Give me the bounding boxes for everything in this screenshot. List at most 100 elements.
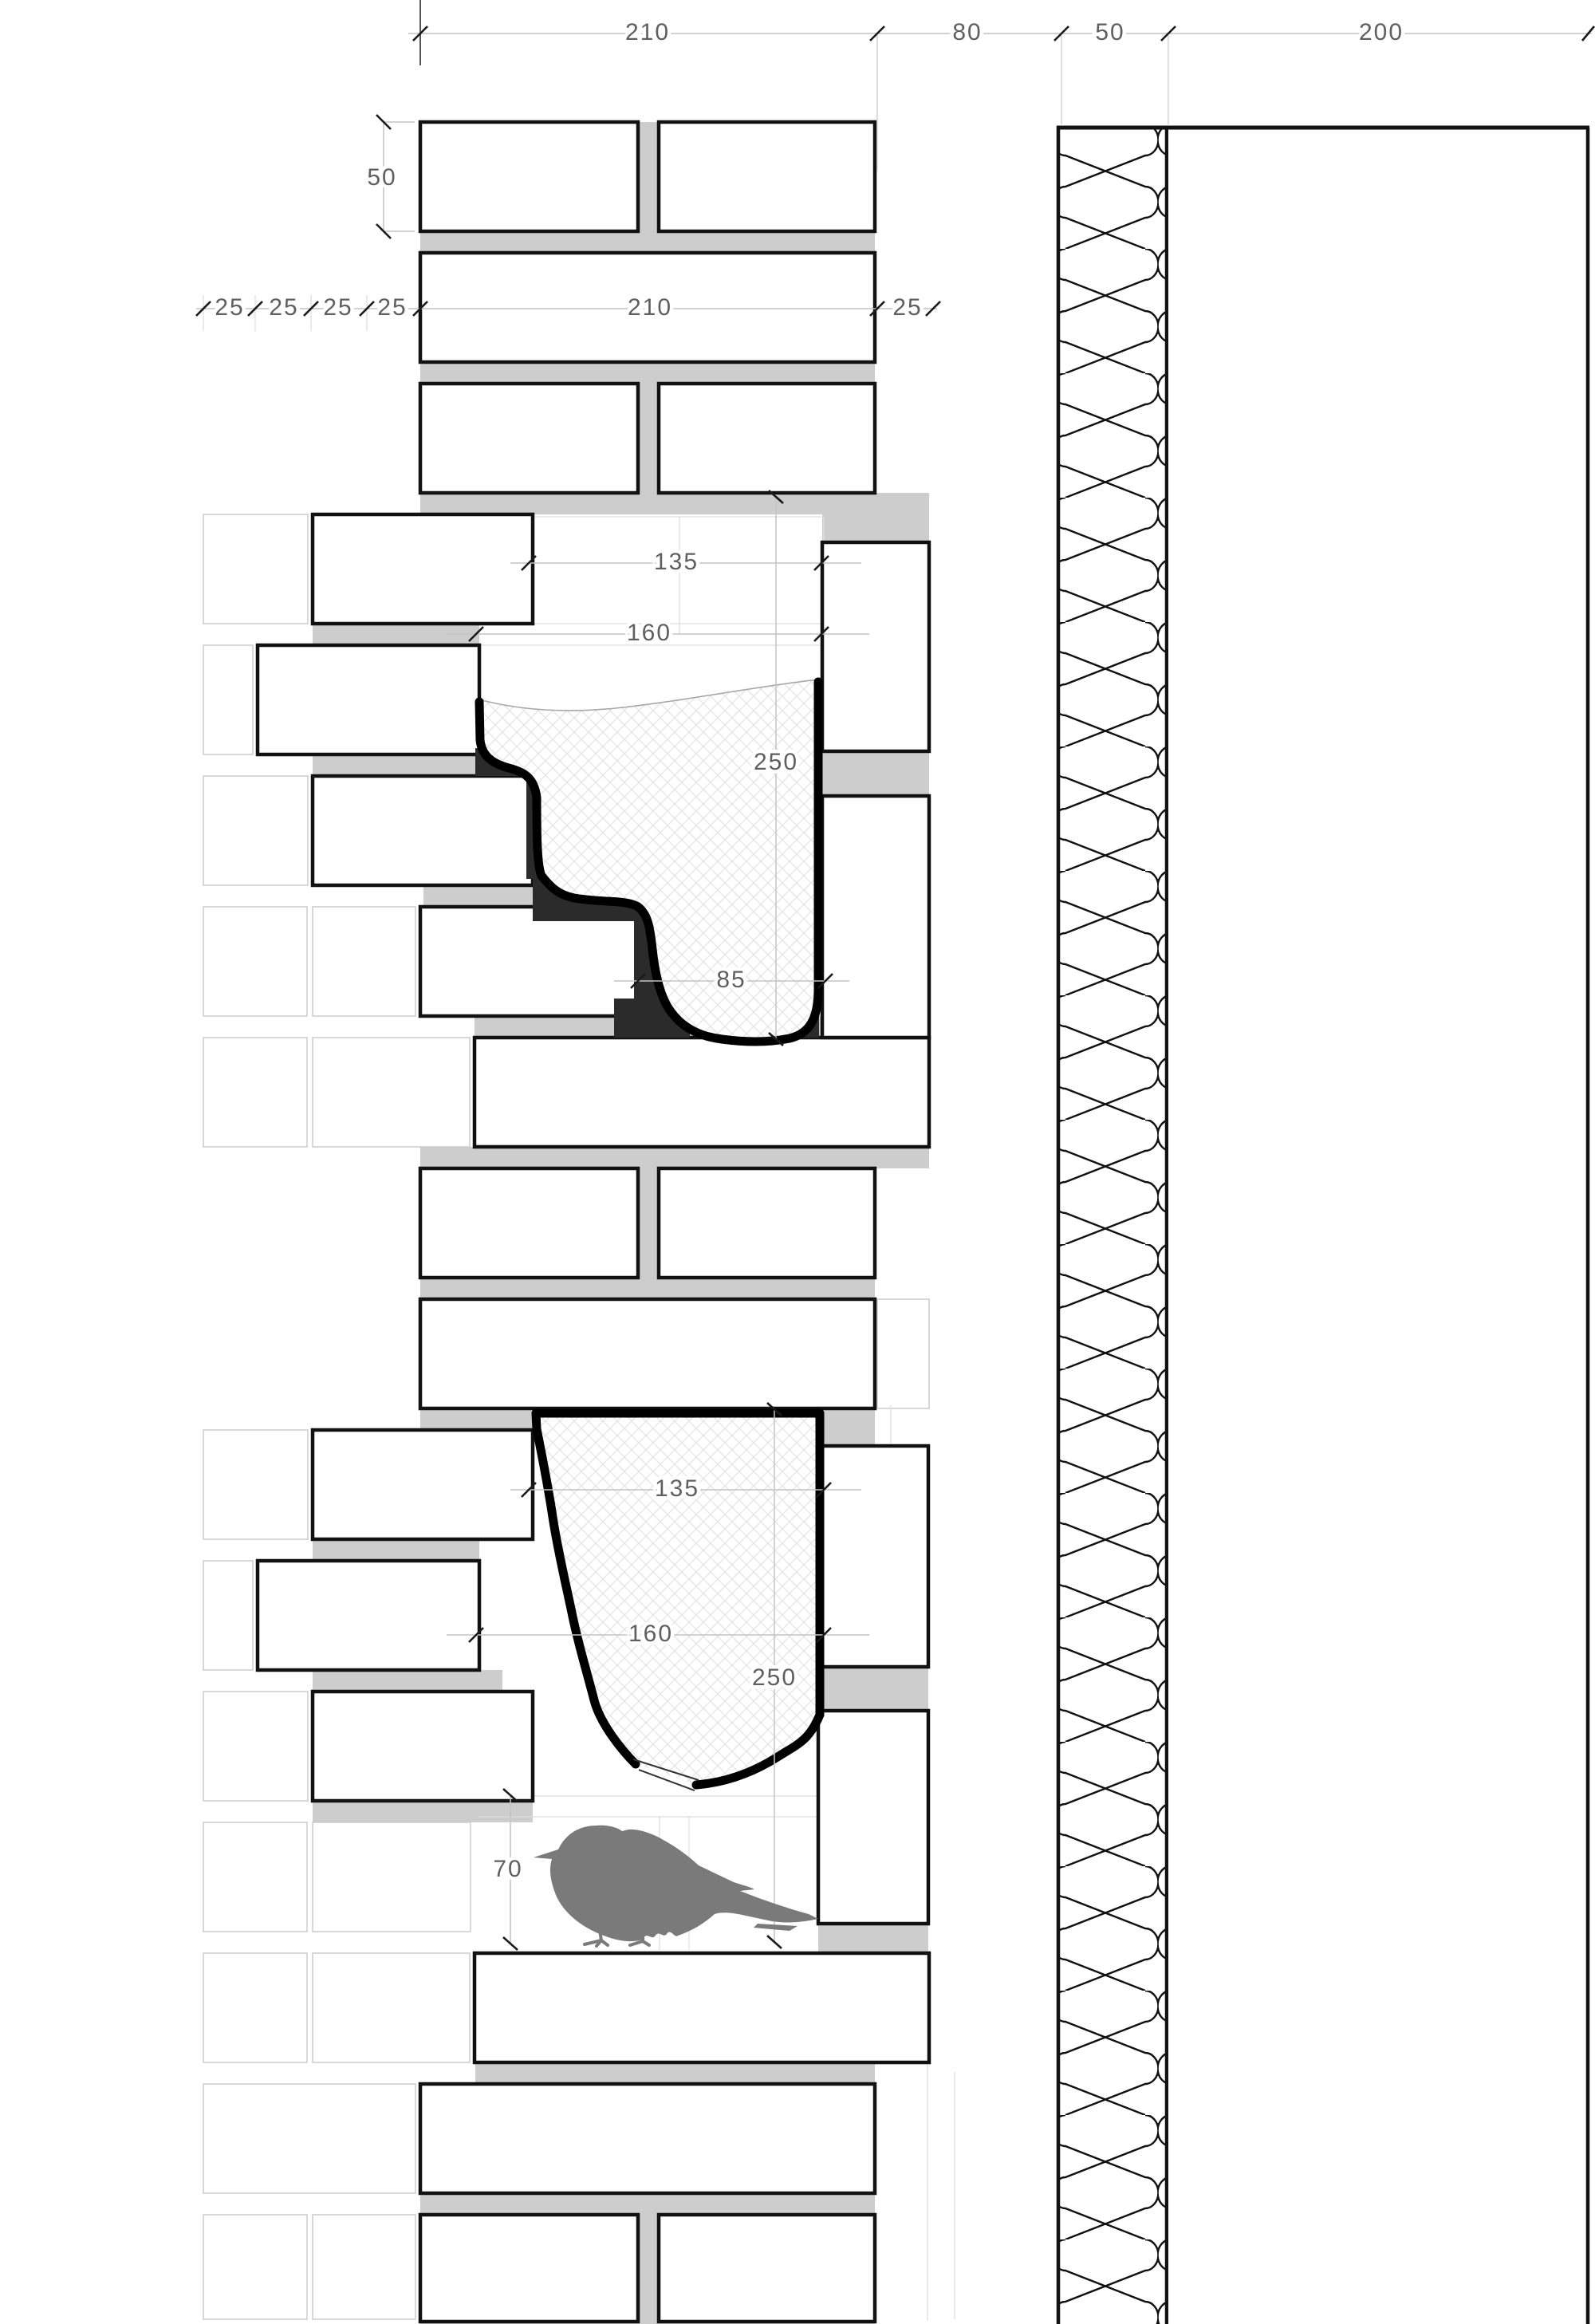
tick — [247, 301, 263, 317]
ghost-brick — [203, 1037, 308, 1148]
mortar-joints — [313, 122, 929, 2324]
nest1-outline — [475, 677, 823, 1046]
dim-setting-out-q3: 25 — [323, 294, 352, 321]
tick — [630, 973, 646, 989]
mortar-joint — [420, 1408, 533, 1430]
tick — [521, 555, 537, 571]
tick — [869, 26, 885, 41]
ghost-brick — [203, 1952, 308, 2063]
tick — [502, 1936, 518, 1951]
inner-leaf-block — [1057, 125, 1590, 2324]
mortar-joint — [638, 384, 659, 493]
ghost-brick — [203, 514, 309, 624]
brick — [418, 1297, 877, 1411]
mortar-joint — [313, 1539, 479, 1561]
mortar-joint — [420, 1278, 875, 1299]
tick — [1581, 26, 1595, 41]
tick — [502, 1788, 518, 1802]
ghost-brick — [203, 906, 308, 1017]
tick — [816, 1482, 832, 1498]
mortar-joint — [638, 122, 659, 231]
dim-setting-out-leaf: 210 — [628, 294, 672, 321]
brick — [418, 250, 877, 364]
dim-nest2-width-inner: 135 — [655, 1475, 699, 1502]
brick — [310, 1428, 535, 1542]
tick — [869, 301, 885, 317]
ghost-brick — [203, 1691, 309, 1802]
dim-brick-height: 50 — [367, 164, 396, 191]
dim-nest2-height: 250 — [752, 1664, 797, 1691]
brick — [820, 540, 931, 754]
brick — [656, 120, 877, 234]
brick — [255, 1558, 482, 1672]
tick — [521, 1482, 537, 1498]
tick — [816, 1627, 832, 1643]
brick — [255, 643, 482, 757]
dim-outer-leaf-width: 210 — [625, 19, 670, 45]
ghost-brick — [876, 1298, 930, 1409]
mortar-joint — [822, 514, 929, 542]
mortar-joint — [420, 493, 929, 514]
ghost-brick — [312, 1822, 471, 1932]
tick — [766, 1402, 782, 1416]
tick — [303, 301, 319, 317]
mortar-joint — [420, 2193, 875, 2215]
nest2-entrance-lip — [691, 1710, 825, 1790]
dim-air-cavity-width: 80 — [952, 19, 982, 45]
tick — [817, 973, 833, 989]
dim-nest1-width-mid: 160 — [627, 620, 671, 646]
brick — [820, 794, 931, 1040]
ghost-brick — [312, 2214, 416, 2320]
ghost-brick — [312, 1037, 471, 1148]
brick — [418, 2082, 877, 2196]
brick — [816, 1708, 931, 1926]
dimension-ticks — [195, 26, 1595, 1951]
brick — [310, 1689, 535, 1803]
tick — [1053, 26, 1069, 41]
bird-tail-feather — [754, 1924, 798, 1931]
brick — [310, 512, 535, 626]
nest2-outline-left-top-right — [531, 1408, 825, 1769]
ghost-brick — [312, 1952, 471, 2063]
dim-setting-out-q4: 25 — [377, 294, 407, 321]
mortar-joint — [822, 1667, 928, 1711]
dim-nest1-entrance: 85 — [716, 967, 746, 993]
mortar-joint — [821, 1405, 875, 1445]
tick — [813, 555, 829, 571]
mortar-joint — [420, 1147, 929, 1168]
mortar-joint — [313, 754, 475, 776]
tick — [468, 1627, 484, 1643]
brick — [418, 2212, 640, 2324]
dim-setting-out-right: 25 — [892, 294, 922, 321]
mortar-joint — [420, 362, 875, 384]
dim-bird-height: 70 — [493, 1856, 522, 1882]
nest1-top-break-line — [478, 679, 819, 711]
brick — [472, 1951, 931, 2065]
bird-icon — [534, 1825, 818, 1948]
mortar-joint — [821, 751, 929, 796]
tick — [925, 301, 941, 317]
ghost-setting-out — [203, 514, 930, 2320]
dimension-lines — [196, 0, 1592, 1944]
ghost-brick — [203, 644, 254, 755]
dim-insulation-width: 50 — [1095, 19, 1124, 45]
brick — [418, 904, 640, 1018]
brick — [656, 381, 877, 495]
tick — [376, 114, 392, 130]
brick — [310, 774, 535, 888]
nest-cavity-lower — [531, 1408, 825, 1791]
tick — [412, 26, 428, 41]
brick — [656, 2212, 877, 2324]
mortar-joint — [638, 2215, 659, 2319]
nest-cavity-upper — [475, 677, 823, 1046]
tick — [768, 490, 784, 504]
mortar-joint — [638, 1168, 659, 1278]
bird-body — [534, 1825, 818, 1942]
tick — [1160, 26, 1176, 41]
brick — [418, 120, 640, 234]
tick — [359, 301, 375, 317]
tick — [468, 626, 484, 642]
mortar-joint — [313, 1801, 533, 1822]
